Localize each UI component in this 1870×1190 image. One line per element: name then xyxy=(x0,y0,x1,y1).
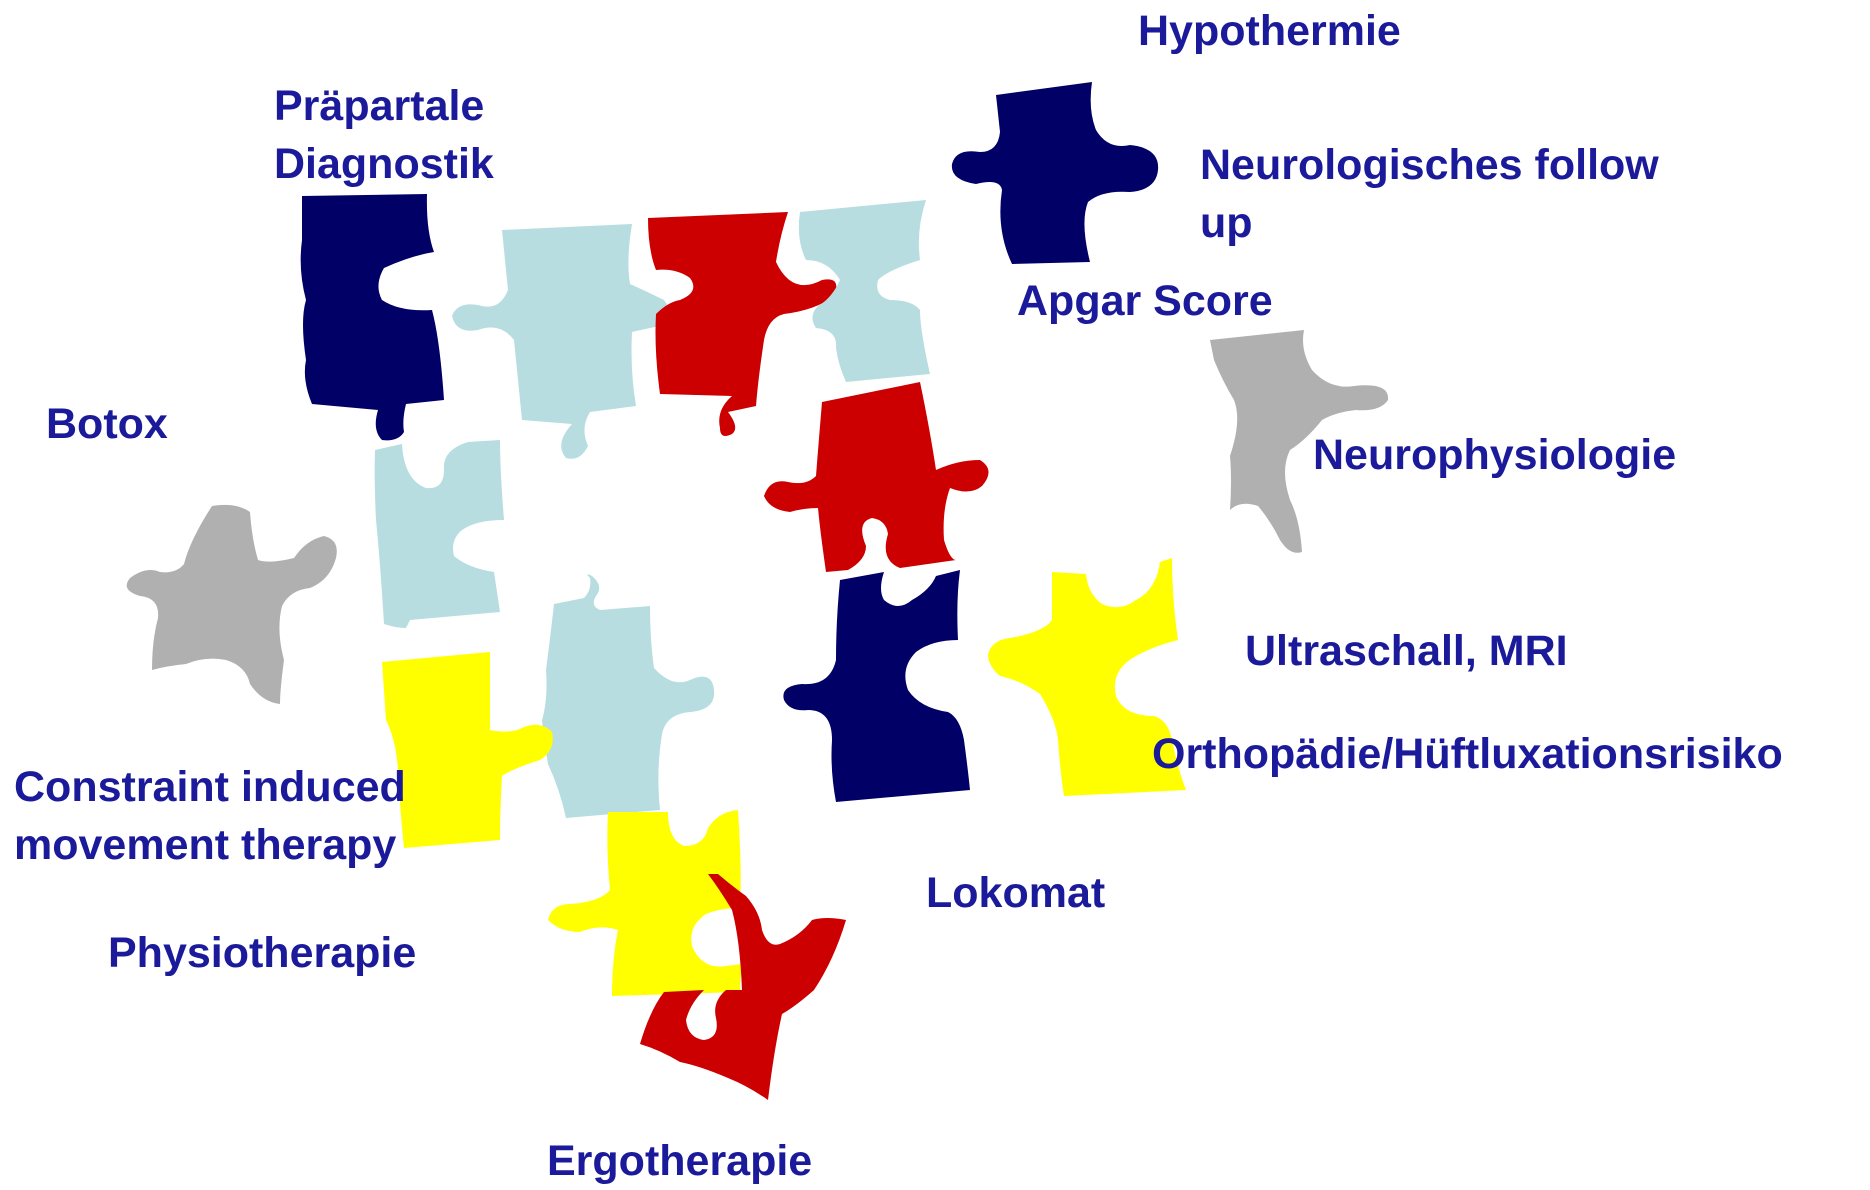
label-line: Physiotherapie xyxy=(108,924,416,982)
label-lokomat: Lokomat xyxy=(926,864,1105,922)
label-orthopaedie: Orthopädie/Hüftluxationsrisiko xyxy=(1152,725,1783,783)
label-line: Orthopädie/Hüftluxationsrisiko xyxy=(1152,725,1783,783)
label-line: Apgar Score xyxy=(1017,272,1273,330)
label-ultraschall-mri: Ultraschall, MRI xyxy=(1245,622,1568,680)
puzzle-piece-lightblue-middle-left xyxy=(375,440,504,628)
label-botox: Botox xyxy=(46,395,168,453)
label-line: Präpartale xyxy=(274,77,494,135)
puzzle-piece-navy-top-right xyxy=(952,82,1158,264)
label-line: Hypothermie xyxy=(1138,2,1401,60)
label-physiotherapie: Physiotherapie xyxy=(108,924,416,982)
label-line: Lokomat xyxy=(926,864,1105,922)
puzzle-piece-gray-left xyxy=(127,505,337,704)
label-line: Ergotherapie xyxy=(547,1132,812,1190)
puzzle-piece-red-center xyxy=(764,382,989,572)
label-line: Constraint induced xyxy=(14,758,406,816)
label-line: Neurologisches follow xyxy=(1200,136,1659,194)
label-neurologisches-follow-up: Neurologisches follow up xyxy=(1200,136,1659,252)
label-neurophysiologie: Neurophysiologie xyxy=(1313,426,1676,484)
label-line: Diagnostik xyxy=(274,135,494,193)
label-line: Botox xyxy=(46,395,168,453)
label-line: movement therapy xyxy=(14,816,406,874)
puzzle-piece-lightblue-center xyxy=(542,574,714,818)
label-line: Neurophysiologie xyxy=(1313,426,1676,484)
label-praepartale-diagnostik: Präpartale Diagnostik xyxy=(274,77,494,193)
puzzle-piece-navy-center xyxy=(783,570,970,802)
puzzle-piece-navy-top-left xyxy=(301,194,444,440)
puzzle-piece-lightblue-top-left xyxy=(452,224,669,459)
label-hypothermie: Hypothermie xyxy=(1138,2,1401,60)
label-constraint-induced-movement-therapy: Constraint induced movement therapy xyxy=(14,758,406,874)
puzzle-piece-yellow-left xyxy=(382,652,553,848)
label-apgar-score: Apgar Score xyxy=(1017,272,1273,330)
puzzle-piece-yellow-bottom xyxy=(548,810,742,996)
label-line: Ultraschall, MRI xyxy=(1245,622,1568,680)
label-line: up xyxy=(1200,194,1659,252)
label-ergotherapie: Ergotherapie xyxy=(547,1132,812,1190)
